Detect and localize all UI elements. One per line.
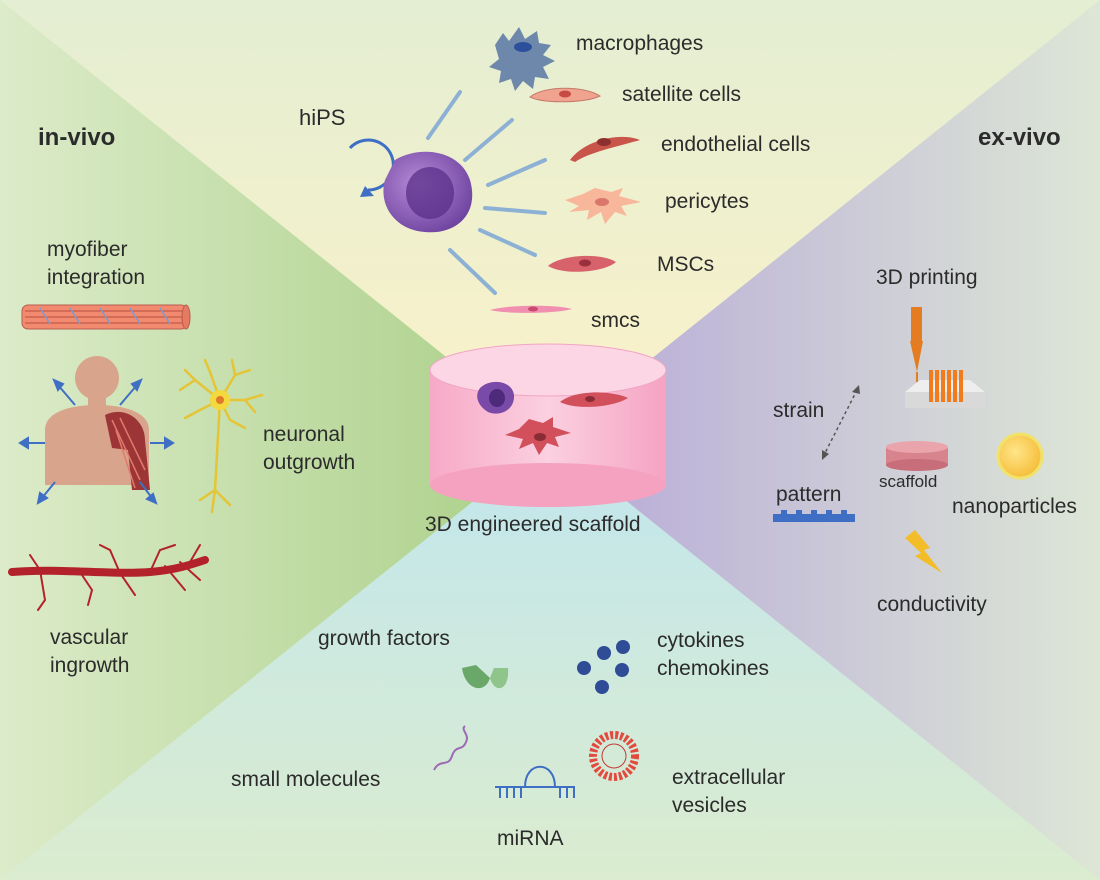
cytokines-icon	[577, 640, 630, 694]
scaffold-disc-label: scaffold	[879, 472, 938, 491]
endothelial-cells-label: endothelial cells	[661, 133, 811, 156]
vesicles-label: extracellular vesicles	[672, 766, 786, 817]
smcs-label: smcs	[591, 309, 640, 332]
macrophages-label: macrophages	[576, 32, 704, 55]
3d-printer-icon	[905, 307, 985, 408]
scaffold-disc-icon	[886, 441, 948, 471]
smc-icon	[490, 305, 572, 313]
pericytes-label: pericytes	[665, 190, 750, 213]
mirna-label: miRNA	[497, 827, 564, 850]
growth-factor-icon	[462, 665, 509, 689]
scaffold-label: 3D engineered scaffold	[425, 513, 641, 536]
nanoparticle-icon	[996, 432, 1044, 480]
scaffold-cylinder-icon	[429, 343, 667, 507]
ex-vivo-quadrant	[550, 0, 1100, 880]
conductivity-label: conductivity	[877, 593, 987, 616]
vascular-label: vascular ingrowth	[50, 626, 130, 677]
neuron-icon	[178, 358, 264, 514]
myofiber-label: myofiber integration	[47, 238, 146, 289]
body-muscle-icon	[45, 356, 150, 490]
mirna-icon	[495, 765, 575, 798]
in-vivo-quadrant	[0, 0, 550, 880]
ex-vivo-title: ex-vivo	[978, 124, 1061, 151]
lightning-icon	[905, 530, 942, 573]
neuronal-label: neuronal outgrowth	[263, 423, 356, 474]
pattern-label: pattern	[776, 483, 842, 506]
differentiation-rays	[426, 90, 547, 295]
cells-quadrant	[0, 0, 1100, 440]
pericyte-icon	[565, 188, 641, 224]
satellite-cell-icon	[529, 87, 602, 103]
strain-arrow-icon	[822, 385, 860, 460]
strain-label: strain	[773, 399, 825, 422]
extracellular-vesicle-icon	[589, 731, 639, 781]
growth-factors-label: growth factors	[318, 627, 450, 650]
mscs-label: MSCs	[657, 253, 715, 276]
cytokines-label: cytokines chemokines	[657, 629, 770, 680]
macrophage-icon	[489, 27, 555, 91]
hips-cell-icon	[348, 138, 473, 233]
msc-icon	[548, 255, 616, 272]
endothelial-cell-icon	[570, 136, 640, 162]
in-vivo-title: in-vivo	[38, 124, 116, 151]
blood-vessel-icon	[8, 544, 209, 611]
nanoparticles-label: nanoparticles	[952, 495, 1077, 518]
small-molecule-icon	[433, 725, 468, 771]
small-molecules-label: small molecules	[231, 768, 381, 791]
pattern-icon	[773, 510, 855, 522]
factors-quadrant	[0, 440, 1100, 880]
satellite-cells-label: satellite cells	[622, 83, 742, 106]
myofiber-icon	[21, 304, 191, 330]
hips-label: hiPS	[299, 105, 346, 130]
expansion-arrows-icon	[18, 378, 175, 505]
3d-printing-label: 3D printing	[876, 266, 978, 289]
